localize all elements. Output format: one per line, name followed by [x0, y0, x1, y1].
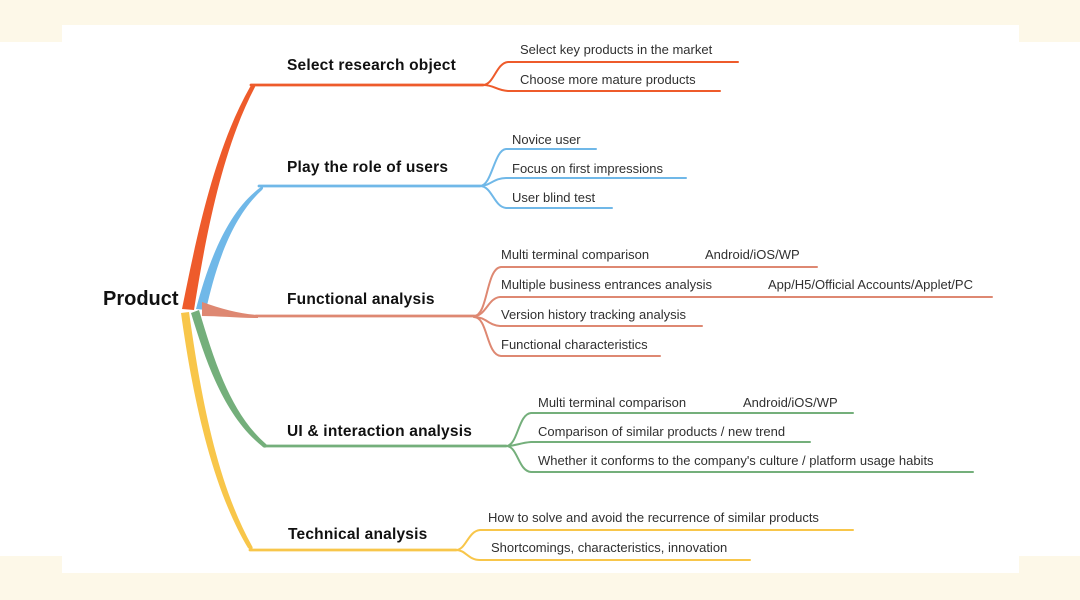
subtopic[interactable]: Multi terminal comparison	[538, 395, 687, 410]
subtopic-tag[interactable]: Android/iOS/WP	[705, 247, 800, 262]
subtopic[interactable]: Whether it conforms to the company's cul…	[538, 453, 934, 468]
branch-line-play-the-role-of-users	[196, 148, 687, 310]
subtopic[interactable]: Functional characteristics	[501, 337, 648, 352]
subtopic[interactable]: Shortcomings, characteristics, innovatio…	[491, 540, 728, 555]
subtopic[interactable]: Novice user	[512, 132, 581, 147]
subtopic[interactable]: Multiple business entrances analysis	[501, 277, 712, 292]
branch-topic-select-research-object[interactable]: Select research object	[287, 57, 456, 74]
page-frame-bottom	[0, 573, 1080, 600]
branch-topic-technical-analysis[interactable]: Technical analysis	[288, 526, 428, 543]
branch-trunk	[202, 302, 258, 318]
page-frame-corner-br	[1019, 556, 1080, 573]
subtopic[interactable]: Focus on first impressions	[512, 161, 663, 176]
subtopic-tag[interactable]: App/H5/Official Accounts/Applet/PC	[768, 277, 973, 292]
branch-line-ui-interaction-analysis	[191, 310, 974, 473]
branch-trunk	[191, 310, 267, 448]
branch-line-functional-analysis	[202, 266, 993, 357]
subtopic[interactable]: Select key products in the market	[520, 42, 713, 57]
subtopic[interactable]: Multi terminal comparison	[501, 247, 650, 262]
page-frame-corner-tl	[0, 25, 62, 42]
branch-line-technical-analysis	[181, 312, 854, 561]
subtopic[interactable]: Choose more mature products	[520, 72, 696, 87]
branch-line-select-research-object	[182, 61, 739, 310]
page-frame-top	[0, 0, 1080, 25]
branch-trunk	[181, 312, 253, 550]
subtopic[interactable]: How to solve and avoid the recurrence of…	[488, 510, 819, 525]
subtopic[interactable]: User blind test	[512, 190, 596, 205]
page-frame-corner-tr	[1019, 25, 1080, 42]
branch-topic-play-the-role-of-users[interactable]: Play the role of users	[287, 159, 449, 176]
subtopic-tag[interactable]: Android/iOS/WP	[743, 395, 838, 410]
root-topic[interactable]: Product	[103, 288, 179, 310]
branch-topic-ui-interaction-analysis[interactable]: UI & interaction analysis	[287, 423, 473, 440]
branch-trunk	[182, 84, 256, 310]
branch-topic-functional-analysis[interactable]: Functional analysis	[287, 291, 435, 308]
page-frame-corner-bl	[0, 556, 62, 573]
subtopic[interactable]: Version history tracking analysis	[501, 307, 686, 322]
branch-trunk	[196, 186, 264, 310]
subtopic[interactable]: Comparison of similar products / new tre…	[538, 424, 786, 439]
